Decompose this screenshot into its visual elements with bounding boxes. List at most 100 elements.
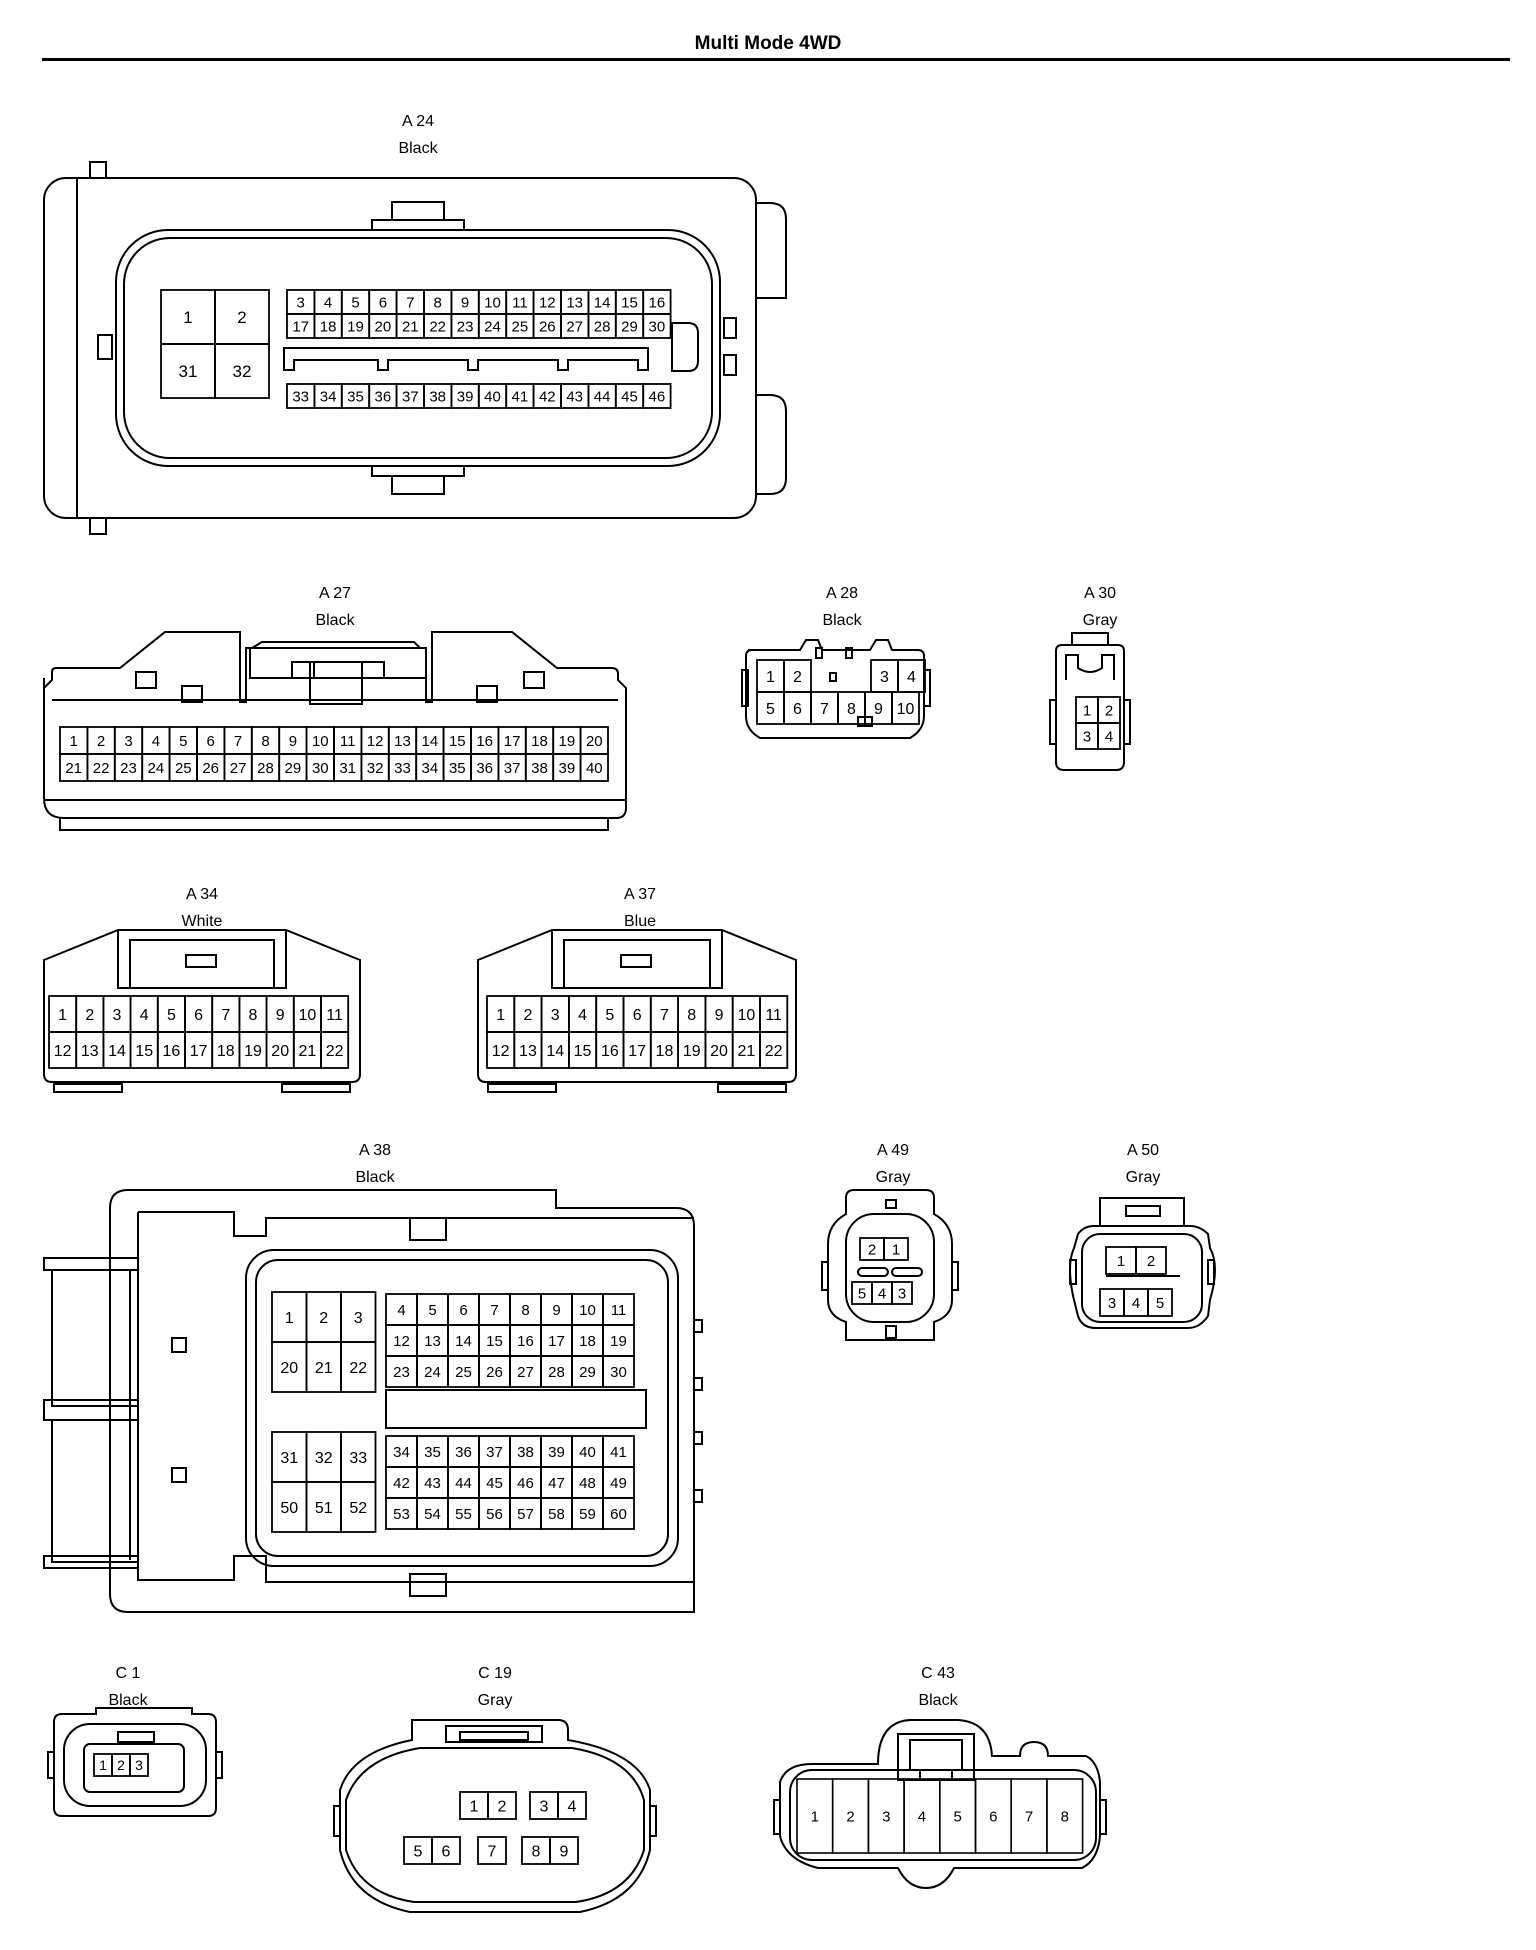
pin-label-A27-11: 11 <box>340 733 356 750</box>
pin-label-A27-29: 29 <box>285 760 302 777</box>
pin-label-A27-31: 31 <box>339 760 356 777</box>
pin-label-A24-30: 30 <box>649 318 666 335</box>
pin-label-A38-23: 23 <box>393 1364 410 1381</box>
pin-label-A28-8: 8 <box>847 701 856 718</box>
pin-label-A37-4: 4 <box>578 1007 587 1024</box>
title-rule <box>42 58 1510 61</box>
pin-label-A28-1: 1 <box>766 669 775 686</box>
pin-label-A28-4: 4 <box>907 669 916 686</box>
pin-label-A50-3: 3 <box>1108 1295 1116 1312</box>
pin-label-A24-36: 36 <box>375 388 392 405</box>
pin-label-A37-16: 16 <box>601 1043 619 1060</box>
pin-label-A28-10: 10 <box>897 701 915 718</box>
pin-label-A49-1: 1 <box>892 1241 900 1258</box>
pin-label-A28-2: 2 <box>793 669 802 686</box>
pin-label-C19-7: 7 <box>488 1843 497 1860</box>
pin-label-A38-34: 34 <box>393 1444 410 1461</box>
pin-label-A37-21: 21 <box>737 1043 755 1060</box>
pin-label-A38-26: 26 <box>486 1364 503 1381</box>
pin-label-A27-40: 40 <box>586 760 603 777</box>
connector-A37-body <box>477 929 797 1093</box>
pin-label-A37-1: 1 <box>496 1007 505 1024</box>
pin-label-C43-3: 3 <box>882 1808 890 1825</box>
pin-label-A24-14: 14 <box>594 294 611 311</box>
pin-label-A38-13: 13 <box>424 1333 441 1350</box>
pin-label-A27-23: 23 <box>120 760 137 777</box>
connector-color-C43: Black <box>918 1692 958 1709</box>
pin-label-A27-9: 9 <box>289 733 297 750</box>
connector-code-A49: A 49 <box>876 1142 910 1159</box>
connector-A30-body <box>1049 632 1131 771</box>
pin-label-C19-2: 2 <box>498 1798 507 1815</box>
connector-A34-body <box>43 929 361 1093</box>
pin-cell-C19-2 <box>487 1791 517 1820</box>
pin-label-A24-45: 45 <box>621 388 638 405</box>
pin-label-A24-18: 18 <box>320 318 337 335</box>
connector-code-A50: A 50 <box>1126 1142 1160 1159</box>
pin-label-A38-16: 16 <box>517 1333 534 1350</box>
pin-label-A38-59: 59 <box>579 1506 596 1523</box>
pin-label-C19-8: 8 <box>532 1843 541 1860</box>
pin-cell-A24-46 <box>642 383 672 409</box>
pin-cell-A38-60 <box>602 1497 635 1530</box>
pin-label-A38-51: 51 <box>315 1500 333 1517</box>
pin-label-A24-19: 19 <box>347 318 364 335</box>
pin-label-A38-57: 57 <box>517 1506 534 1523</box>
connector-C43-body <box>773 1719 1107 1890</box>
pin-label-A37-9: 9 <box>715 1007 724 1024</box>
pin-label-A24-12: 12 <box>539 294 556 311</box>
connector-color-A49: Gray <box>875 1169 911 1186</box>
pin-label-A38-29: 29 <box>579 1364 596 1381</box>
pin-label-A38-28: 28 <box>548 1364 565 1381</box>
pin-label-A30-4: 4 <box>1105 728 1113 745</box>
connector-A50-body <box>1069 1197 1216 1329</box>
pin-label-A27-27: 27 <box>230 760 247 777</box>
pin-label-A37-10: 10 <box>737 1007 755 1024</box>
pin-label-C19-4: 4 <box>568 1798 577 1815</box>
connector-color-A34: White <box>181 913 223 930</box>
pin-label-A24-22: 22 <box>429 318 446 335</box>
pin-label-A28-9: 9 <box>874 701 883 718</box>
pin-label-A30-1: 1 <box>1083 702 1091 719</box>
pin-cell-C19-7 <box>477 1836 507 1865</box>
pin-label-A38-1: 1 <box>285 1310 294 1327</box>
pin-label-A34-12: 12 <box>54 1043 72 1060</box>
pin-label-C43-4: 4 <box>918 1808 926 1825</box>
pin-label-A37-18: 18 <box>656 1043 674 1060</box>
pin-label-A24-38: 38 <box>429 388 446 405</box>
connector-code-A38: A 38 <box>358 1142 392 1159</box>
connector-color-C19: Gray <box>477 1692 513 1709</box>
pin-label-A38-32: 32 <box>315 1450 333 1467</box>
pin-cell-A28-10 <box>891 691 920 725</box>
connector-A28-body <box>741 639 931 739</box>
pin-label-A27-24: 24 <box>148 760 165 777</box>
pin-label-A24-10: 10 <box>484 294 501 311</box>
pin-label-A38-44: 44 <box>455 1475 472 1492</box>
pin-label-C19-5: 5 <box>414 1843 423 1860</box>
pin-label-C1-2: 2 <box>117 1757 125 1773</box>
pin-label-A38-11: 11 <box>611 1302 627 1319</box>
pin-label-A38-39: 39 <box>548 1444 565 1461</box>
pin-label-A38-41: 41 <box>610 1444 627 1461</box>
pin-cell-A30-4 <box>1097 722 1121 750</box>
pin-label-A24-32: 32 <box>233 362 252 381</box>
pin-cell-C19-9 <box>549 1836 579 1865</box>
pin-label-A27-13: 13 <box>394 733 411 750</box>
pin-label-A27-37: 37 <box>504 760 521 777</box>
pin-label-A38-19: 19 <box>610 1333 627 1350</box>
pin-label-A38-14: 14 <box>455 1333 472 1350</box>
pin-label-A37-2: 2 <box>523 1007 532 1024</box>
pin-label-C43-7: 7 <box>1025 1808 1033 1825</box>
pin-label-C1-1: 1 <box>99 1757 107 1773</box>
pin-label-A38-21: 21 <box>315 1360 333 1377</box>
pin-label-A34-14: 14 <box>108 1043 126 1060</box>
pin-label-A34-3: 3 <box>113 1007 122 1024</box>
pin-label-A34-20: 20 <box>271 1043 289 1060</box>
pin-label-A24-40: 40 <box>484 388 501 405</box>
connector-A24-body <box>43 161 787 535</box>
pin-label-A34-9: 9 <box>276 1007 285 1024</box>
pin-cell-A37-22 <box>759 1031 789 1069</box>
pin-label-A37-15: 15 <box>574 1043 592 1060</box>
pin-label-A24-16: 16 <box>649 294 666 311</box>
pin-label-A24-39: 39 <box>457 388 474 405</box>
